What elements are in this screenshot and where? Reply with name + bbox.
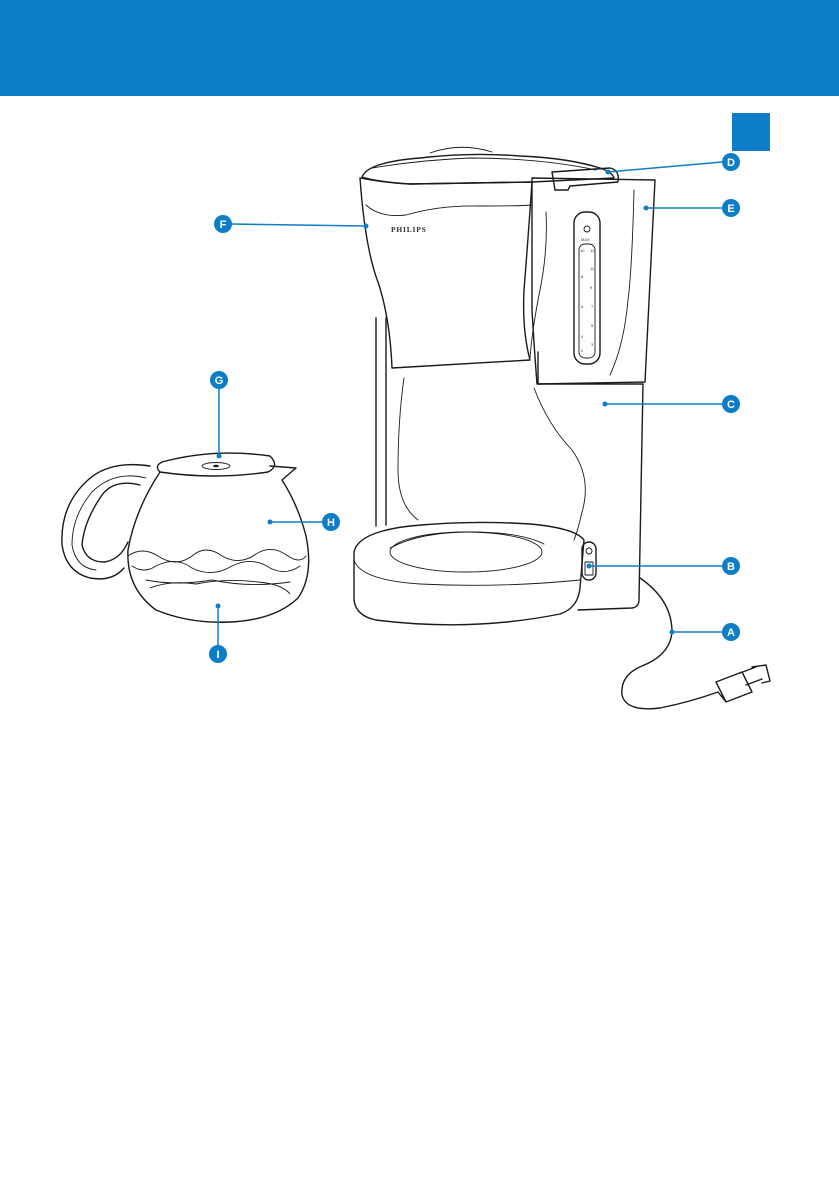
callout-d: D (722, 153, 740, 171)
gauge-mark: 9 (590, 285, 593, 290)
callout-label: A (727, 627, 735, 639)
lid-shape (362, 154, 614, 184)
gauge-max-label: MAX (581, 237, 590, 242)
leader-d (608, 162, 722, 172)
callout-b: B (722, 557, 740, 575)
brand-logo: PHILIPS (391, 225, 427, 234)
jug-lid-shape (157, 453, 274, 476)
gauge-left-column: 10 8 6 4 2 (580, 248, 585, 353)
jug-illustration (62, 453, 309, 622)
callout-label: E (727, 203, 734, 215)
callout-label: D (727, 157, 735, 169)
callout-f: F (214, 215, 232, 233)
leader-f (232, 224, 366, 226)
gauge-right-column: 12 11 9 7 5 3 (590, 248, 595, 347)
gauge-mark: 7 (591, 304, 594, 309)
jug-wave-line (128, 549, 306, 562)
water-tank (532, 178, 655, 384)
gauge-mark: 4 (581, 334, 584, 339)
callout-label: B (727, 561, 735, 573)
callout-label: H (327, 517, 335, 529)
callout-a: A (722, 623, 740, 641)
callout-label: G (215, 375, 224, 387)
gauge-mark: 11 (590, 266, 595, 271)
plug-shape (716, 665, 770, 702)
callout-label: I (216, 649, 219, 661)
gauge-mark: 5 (591, 323, 594, 328)
callout-g: G (210, 371, 228, 389)
gauge-mark: 2 (581, 348, 584, 353)
gauge-mark: 6 (581, 304, 584, 309)
gauge-mark: 3 (591, 342, 594, 347)
callout-label: C (727, 399, 735, 411)
leader-lines (216, 162, 723, 645)
water-gauge-window (574, 212, 600, 364)
callout-e: E (722, 199, 740, 217)
base-plate (354, 522, 584, 624)
power-cord-shape (622, 578, 718, 709)
callout-i: I (209, 645, 227, 663)
gauge-mark: 12 (590, 248, 595, 253)
gauge-mark: 8 (581, 274, 584, 279)
coffee-maker-illustration: PHILIPS MAX 10 8 6 4 2 12 11 9 7 5 3 (354, 147, 770, 709)
callout-h: H (322, 513, 340, 531)
callout-c: C (722, 395, 740, 413)
warming-plate (390, 532, 542, 572)
jug-body (128, 466, 309, 622)
callout-label: F (220, 219, 227, 231)
gauge-mark: 10 (580, 248, 585, 253)
